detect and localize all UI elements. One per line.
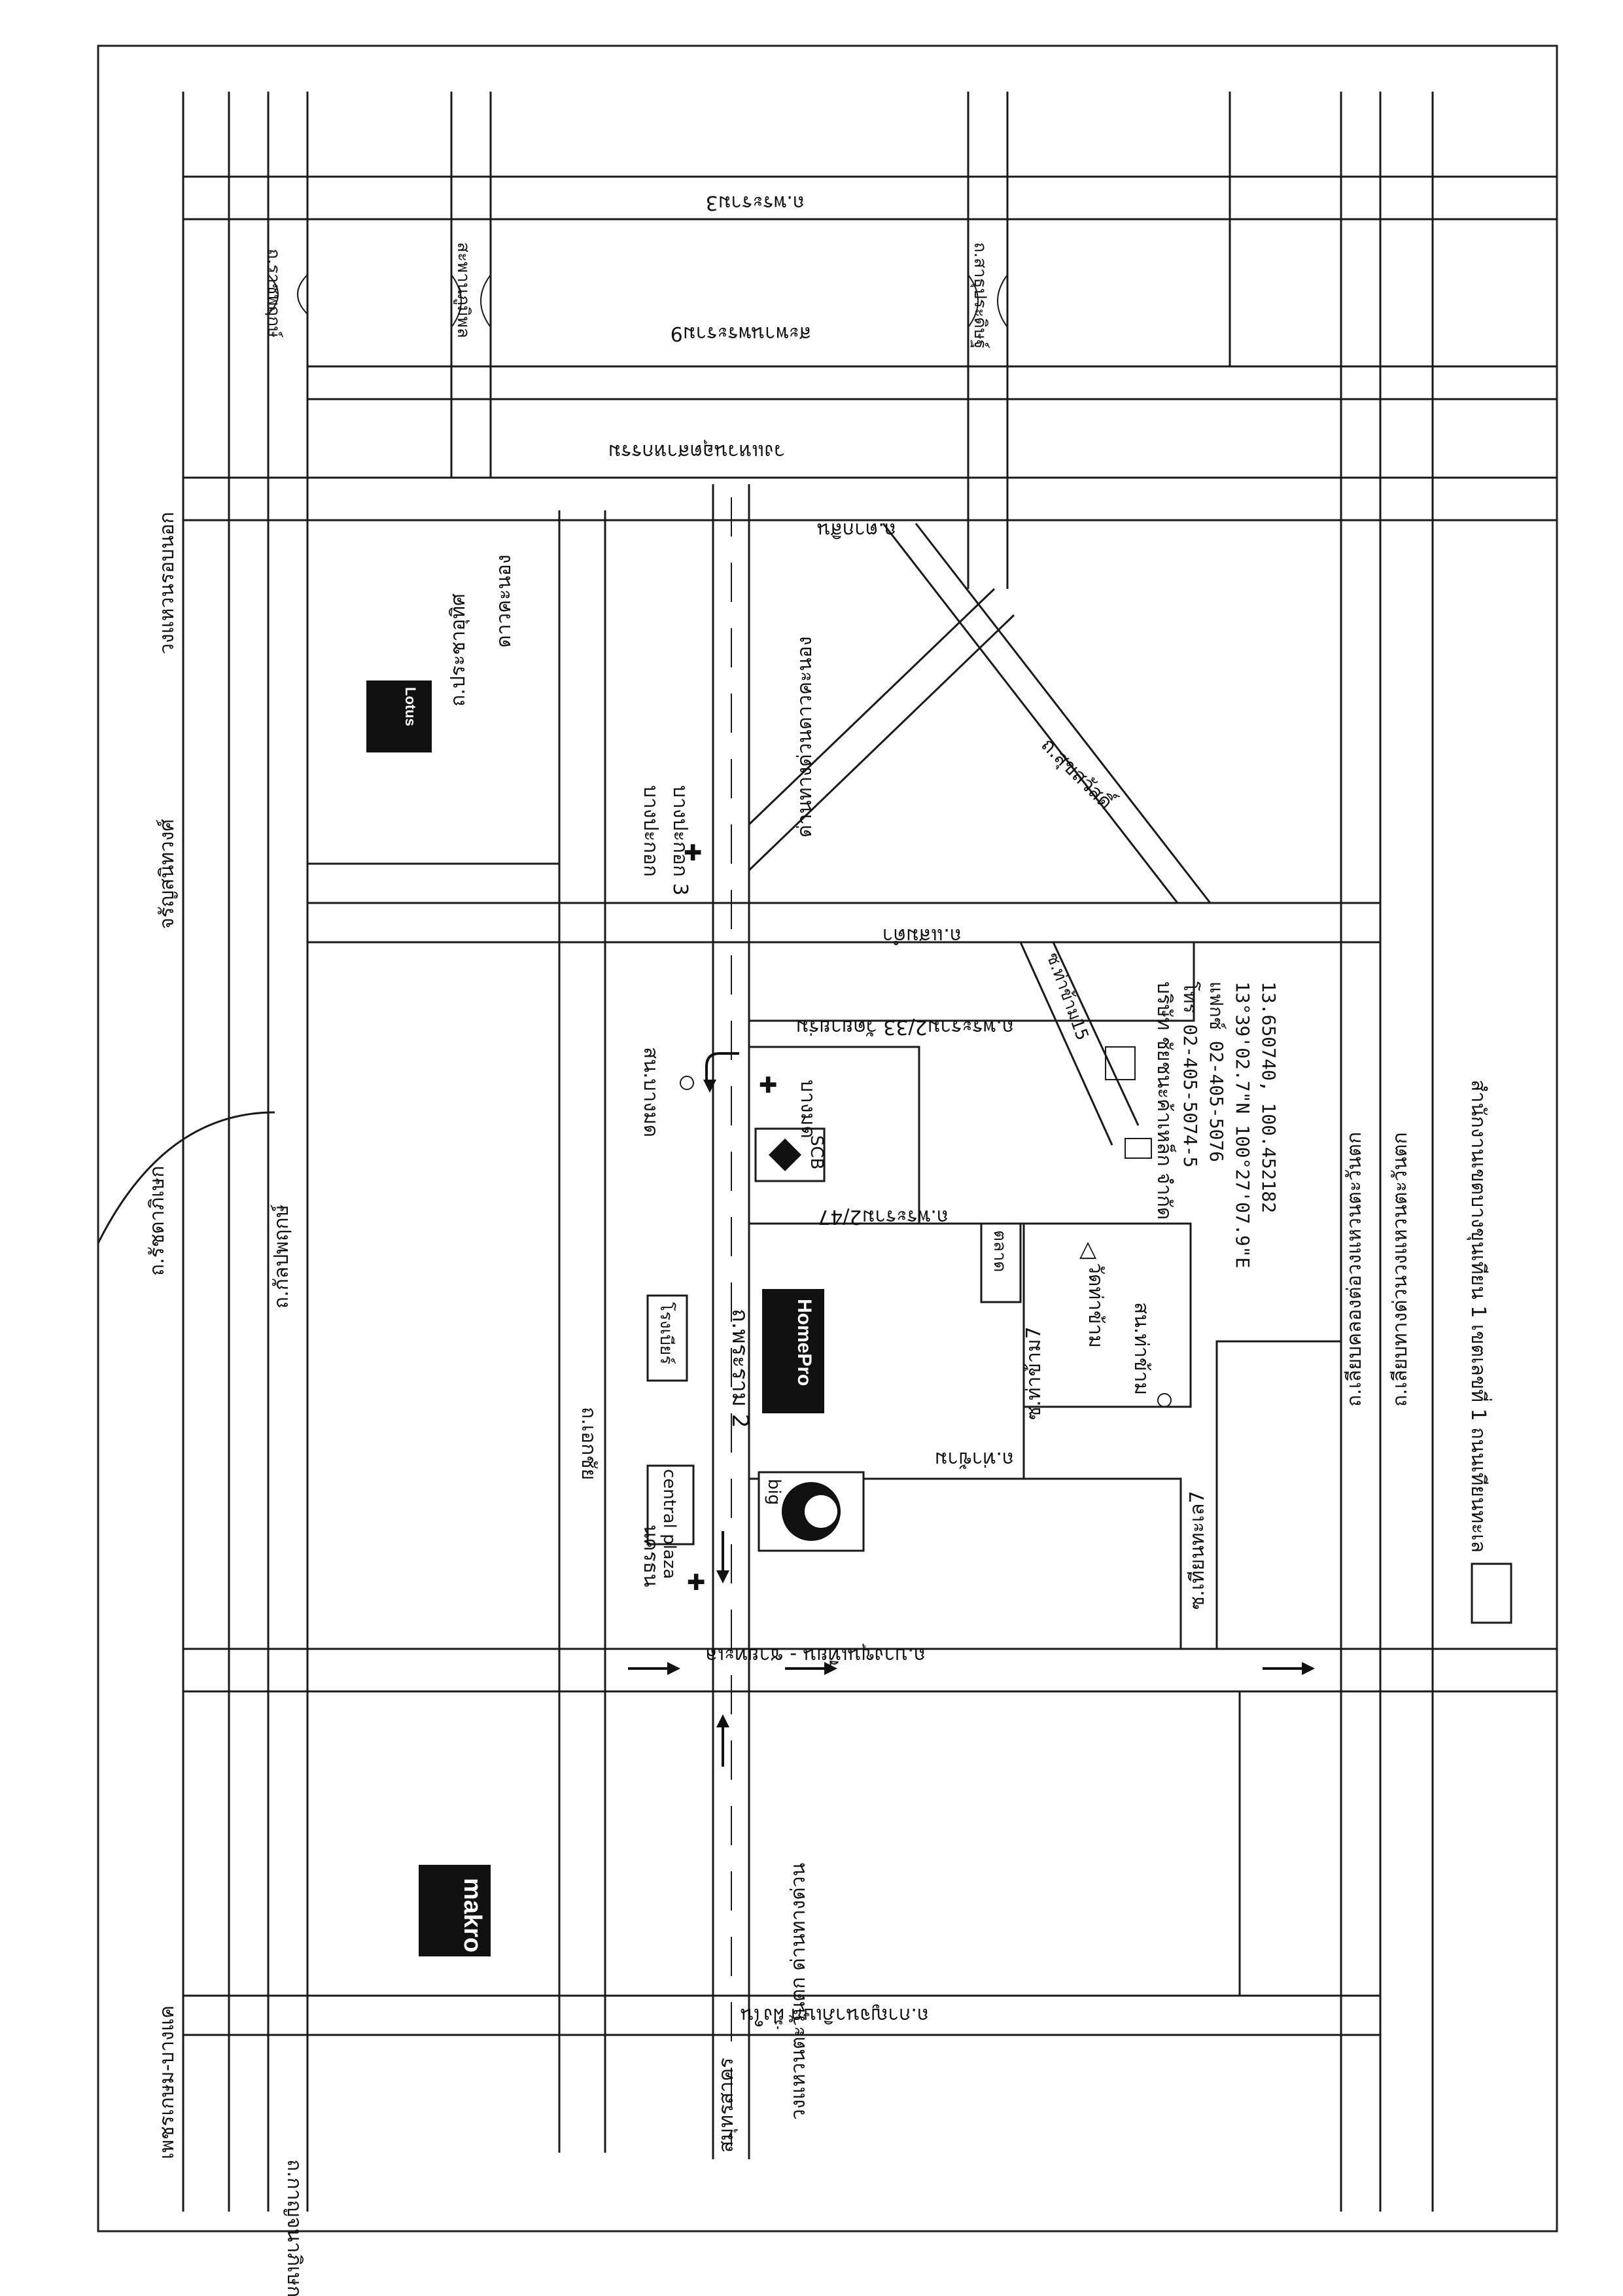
label-satupradit: ถ.สาธุประดิษฐ์ — [970, 242, 990, 349]
homepro-logo: HomePro — [762, 1289, 824, 1413]
label-industrial-ring: วงแหวนอุตสาหกรรม — [608, 439, 785, 463]
label-bang-pakok: บางปะกอก — [639, 785, 662, 877]
label-industrial-bridge: สะพานภูมิพล — [453, 242, 473, 338]
rong-rian-box: โรงเบียร์ — [646, 1294, 688, 1382]
company-info: บริษัท ชัยชนะค้าเหล็ก จำกัด โทร 02-405-5… — [1042, 950, 1280, 1268]
label-charan-sanitwong: จรัญสนิทวงศ์ — [156, 819, 179, 929]
label-ekkachai: ถ.เอกชัย — [577, 1407, 600, 1480]
road-diag-satupradit-2 — [915, 523, 1212, 904]
road-soi-tha-kham15-2 — [1052, 942, 1140, 1126]
label-phet-kasem: เพชรเกษม-บางแค — [156, 2005, 179, 2159]
central-plaza-logo: central plaza — [646, 1464, 695, 1579]
label-ratchaphruek: ถ.ราชพฤกษ์ — [264, 249, 283, 338]
scb-label: SCB — [807, 1135, 826, 1170]
label-canal-road: ถ.กาญจนาภิเษก ฝั่งใน — [741, 2004, 929, 2029]
company-coords-dms: 13°39'02.7"N 100°27'07.9"E — [1232, 981, 1253, 1268]
bridge-curve-5 — [968, 274, 979, 328]
road-dao-khanong-diag-2 — [748, 614, 1015, 872]
district-office-label: สำนักงานเขตบางขุนเทียน 1 เขตเลขที่ 1 ถนน… — [1466, 1080, 1492, 1553]
label-rama9-bridge: สะพานพระราม9 — [671, 322, 811, 345]
bridge-curve-6 — [997, 274, 1008, 328]
label-phraram2: ถ.พระราม 2 — [727, 1309, 753, 1428]
u-turn-arrow-6 — [716, 1714, 729, 1767]
road-curve-ring — [97, 1111, 275, 1244]
label-ratchadaphisek: ถ.รัชดาภิเษก — [146, 1166, 169, 1276]
label-ring-outer-south: ถ.เลียบคลองต่อวงแหวนตะวันตก — [1343, 1132, 1366, 1407]
label-bang-khun-thian: ถ.บางขุนเทียน - ชายทะเล — [705, 1643, 926, 1667]
district-office-icon — [1471, 1563, 1512, 1624]
label-kanlapaphruek: ถ.กัลปพฤกษ์ — [270, 1205, 293, 1309]
temple-icon: △ — [1079, 1236, 1097, 1262]
lotus-label: Lotus — [402, 687, 419, 726]
u-turn-arrow-3 — [628, 1662, 680, 1675]
road-soi-tha-kham15-1 — [1019, 942, 1113, 1146]
label-dao-khanong-expressway: ด่านทางด่วนดาวคะนอง — [794, 637, 816, 838]
big-c-logo: big — [758, 1471, 865, 1552]
block-market — [980, 1222, 1022, 1303]
police-icon-bang-mot — [680, 1076, 694, 1090]
big-c-label: big — [764, 1479, 784, 1505]
label-samae-dam: ถ.แสมดำ — [882, 924, 962, 947]
label-phraram2-47: ถ.พระราม2/47 — [818, 1205, 949, 1228]
label-phraram3: ถ.พระราม3 — [705, 191, 805, 214]
lotus-logo: Lotus — [366, 680, 432, 752]
police-icon-tha-kham — [1157, 1393, 1172, 1407]
label-thian-thale-7: ซ.เทียนทะเล7 — [1186, 1491, 1209, 1610]
bridge-curve-4 — [480, 274, 491, 328]
u-turn-arrow-1 — [703, 1052, 739, 1093]
central-plaza-label: central plaza — [659, 1469, 679, 1579]
bridge-curve-3 — [451, 274, 462, 328]
block-tha-kham-police — [1022, 1222, 1192, 1408]
label-ring-west: วงแหวนรอบนอก — [156, 512, 179, 654]
company-coords-dec: 13.650740, 100.452182 — [1258, 981, 1280, 1213]
company-warehouse-icon — [1125, 1138, 1152, 1159]
block-left-mid — [306, 941, 561, 1650]
label-wat-tha-kham: วัดท่าข้าม — [1084, 1263, 1107, 1348]
company-name: บริษัท ชัยชนะค้าเหล็ก จำกัด — [1153, 981, 1177, 1220]
company-fax: แฟกซ์ 02-405-5076 — [1206, 981, 1227, 1162]
label-tha-kham-police: สน.ท่าข้าม — [1130, 1302, 1153, 1395]
u-turn-arrow-2 — [716, 1531, 729, 1583]
company-building-icon — [1105, 1046, 1136, 1080]
bridge-curve-1 — [268, 274, 279, 315]
label-tha-kham: ถ.ท่าข้าม — [935, 1447, 1014, 1470]
label-market: ตลาด — [990, 1230, 1009, 1272]
hospital-icon-nakhon-thon: ✚ — [687, 1570, 706, 1596]
district-office: สำนักงานเขตบางขุนเทียน 1 เขตเลขที่ 1 ถนน… — [1466, 1080, 1512, 1624]
road-diag-satupradit-1 — [882, 523, 1179, 904]
label-bang-pakok-2: บางปะกอก 3 — [669, 785, 691, 896]
label-dao-khanong: ดาวคะนอง — [493, 554, 515, 648]
block-thian-thale — [1215, 1340, 1342, 1650]
label-phraram2-33: ถ.พระราม2/33 วัดยายร่ม — [795, 1016, 1014, 1038]
label-nakhon-thon: นครธน — [639, 1525, 662, 1587]
label-suksawat: ถ.สุขสวัสดิ์ — [1036, 731, 1121, 816]
company-phone: โทร 02-405-5074-5 — [1179, 981, 1201, 1168]
rong-rian-label: โรงเบียร์ — [656, 1302, 676, 1364]
bridge-curve-2 — [297, 274, 308, 315]
block-lotus — [306, 519, 561, 865]
label-pracha-uthit: ถ.ประชาอุทิศ — [447, 593, 470, 707]
label-tha-kham-7: ซ.ท่าข้าม7 — [1022, 1326, 1045, 1420]
label-thon-buri: ถ.ตากสิน — [817, 518, 896, 541]
makro-label: makro — [459, 1878, 486, 1952]
label-ring-outer-south2: ถ.เลียบทางด่วนวงแหวนตะวันตก — [1389, 1132, 1412, 1407]
hospital-icon-bang-pakok: ✚ — [684, 840, 703, 866]
label-bang-mot-hospital: บางมด — [796, 1080, 819, 1139]
label-samut-sakhon: สมุทรสาคร — [715, 2058, 739, 2153]
label-bang-mot-police: สน.บางมด — [639, 1047, 662, 1137]
page-frame — [97, 44, 1558, 2233]
hospital-icon-bang-mot: ✚ — [759, 1072, 778, 1099]
label-kanchanaphisek-left: ถ.กาญจนาภิเษก — [283, 2159, 305, 2296]
scb-logo: SCB — [754, 1127, 826, 1182]
u-turn-arrow-5 — [1263, 1662, 1315, 1675]
homepro-label: HomePro — [794, 1299, 815, 1386]
u-turn-arrow-4 — [785, 1662, 837, 1675]
road-dao-khanong-diag-1 — [748, 588, 996, 826]
makro-logo: makro — [419, 1865, 491, 1956]
block-bottom-right — [748, 1690, 1241, 1997]
label-expressway-west: วงแหวนตะวันตก ด่านทางด่วน — [787, 1863, 810, 2120]
block-soi33 — [748, 941, 1195, 1022]
